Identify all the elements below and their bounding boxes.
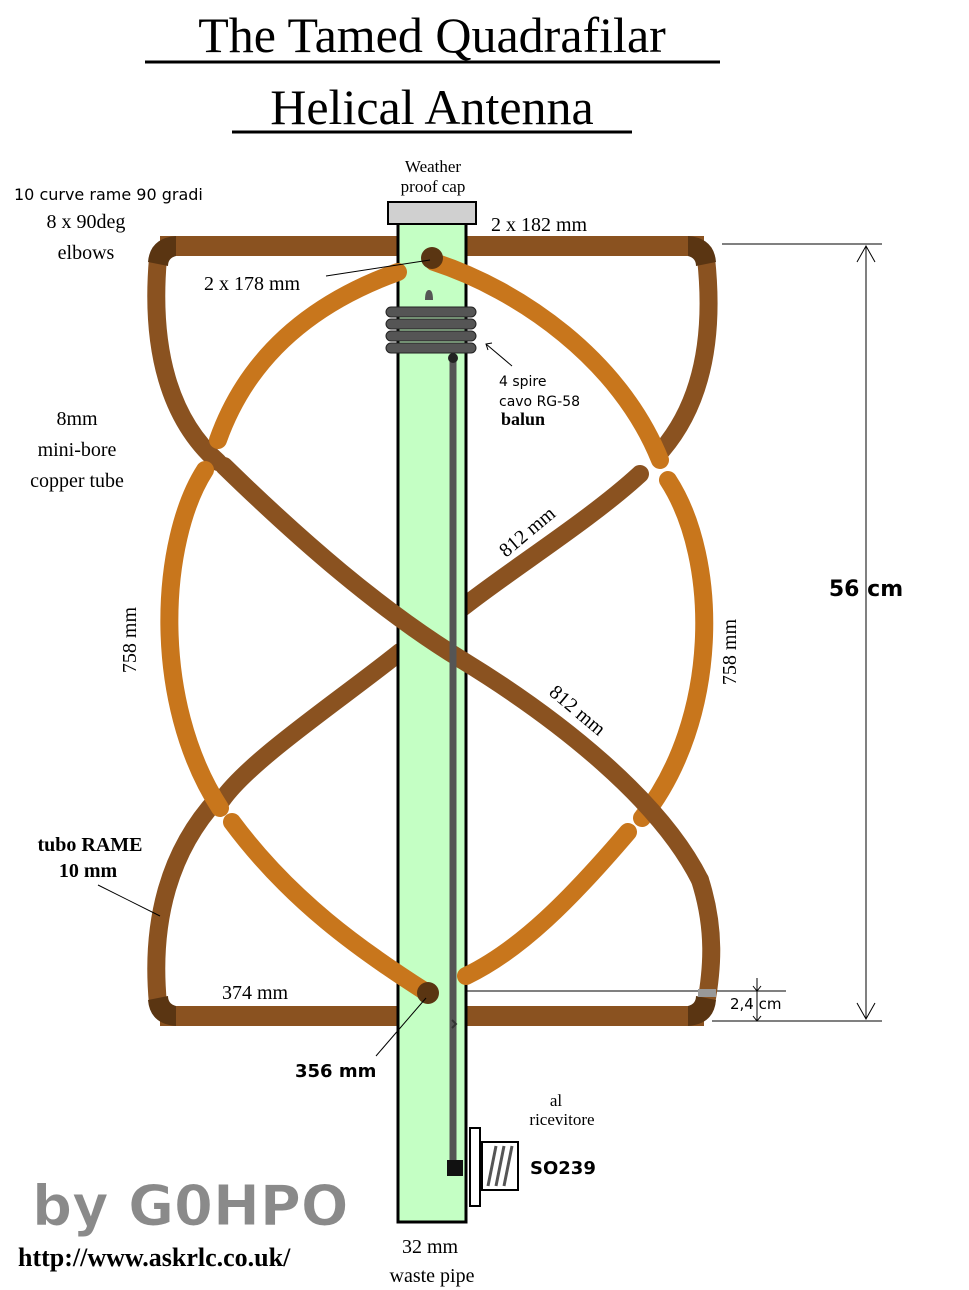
coax-bottom-end [447,1160,463,1176]
credit: by G0HPO http://www.askrlc.co.uk/ [18,1174,349,1273]
weather-cap [387,201,477,225]
loop-short-right-label: 758 mm [719,619,741,686]
title-line-1: The Tamed Quadrafilar [198,7,666,63]
coax [425,290,463,1176]
coax-top-end [448,353,458,363]
tube-label-1: 8mm [56,408,98,430]
elbows-en-label-1: 8 x 90deg [47,211,126,233]
orange-right [633,471,714,827]
elbows [148,236,716,1026]
connector-label: SO239 [530,1158,596,1179]
pipe-label-2: waste pipe [390,1265,475,1287]
dark-diagonal-lower [453,651,709,889]
orange-bottom-right [457,823,637,985]
bottom-short-label: 356 mm [295,1061,376,1082]
elbow-bottom-right [688,996,716,1026]
leader-balun [485,343,513,367]
light-loop [160,253,714,1001]
right-upper-curve [653,249,718,459]
connector-flange [469,1127,481,1207]
offset-arrow-top [752,985,762,992]
top-short-label: 2 x 178 mm [204,273,301,295]
cap-label-2: proof cap [401,177,466,196]
height-dimension [466,243,882,1022]
tube-it-label-2: 10 mm [59,860,118,882]
right-mid-upper [453,465,649,617]
leader-bottom-short [375,997,427,1057]
pipe-label-1: 32 mm [402,1236,459,1258]
elbow-bottom-left [148,996,176,1026]
height-arrow-bottom [856,1002,876,1021]
cap-label-1: Weather [405,157,462,176]
title: The Tamed Quadrafilar Helical Antenna [145,7,720,135]
bottom-feed-point [417,982,439,1004]
orange-bottom-left [223,813,435,1001]
orange-top-right [425,253,669,469]
bottom-long-label: 374 mm [222,982,289,1004]
dark-loop-back [147,249,718,1013]
tube-label-3: copper tube [30,470,124,492]
orange-top-left [209,263,407,449]
tube-label-2: mini-bore [38,439,117,461]
cap-bolt [425,290,433,300]
balun-coil [385,306,477,354]
top-feed-point [421,247,443,269]
elbow-top-right [688,236,716,266]
balun-label-1: 4 spire [499,374,547,390]
receiver-label-1: al [550,1091,563,1110]
leader-lines [97,259,513,1057]
coil-turn-2 [385,318,477,330]
so239-connector [469,1127,519,1207]
balun-label-2: cavo RG-58 [499,394,580,410]
receiver-label-2: ricevitore [529,1110,594,1129]
tube-it-label-1: tubo RAME [37,834,142,856]
loop-short-left-label: 758 mm [119,607,141,674]
website-url: http://www.askrlc.co.uk/ [18,1243,291,1272]
height-arrow-top [856,244,876,263]
right-lower-curve [691,871,721,1013]
leader-tube [97,884,161,917]
height-label: 56 cm [829,577,903,602]
balun-label-3: balun [501,409,545,429]
elbows-it-label: 10 curve rame 90 gradi [14,185,203,204]
coax-mark [451,1019,458,1029]
leader-balun-arrow [485,342,493,351]
left-mid-lower [213,643,409,809]
leader-top-short [325,259,431,277]
coil-turn-3 [385,330,477,342]
dark-diagonal-upper [215,457,471,669]
top-long-label: 2 x 182 mm [491,214,588,236]
horizontal-elements [160,236,704,1026]
author-credit: by G0HPO [32,1174,349,1239]
connector-thread [486,1145,514,1187]
left-lower-curve [147,789,227,1013]
offset-label: 2,4 cm [730,995,781,1013]
offset-arrow-bottom [752,1015,762,1022]
coil-turn-4 [385,342,477,354]
orange-left [160,461,229,817]
offset-marker [698,989,716,997]
left-upper-curve [147,249,227,471]
title-line-2: Helical Antenna [270,79,594,135]
coil-turn-1 [385,306,477,318]
elbows-en-label-2: elbows [58,242,115,264]
elbow-top-left [148,236,176,266]
